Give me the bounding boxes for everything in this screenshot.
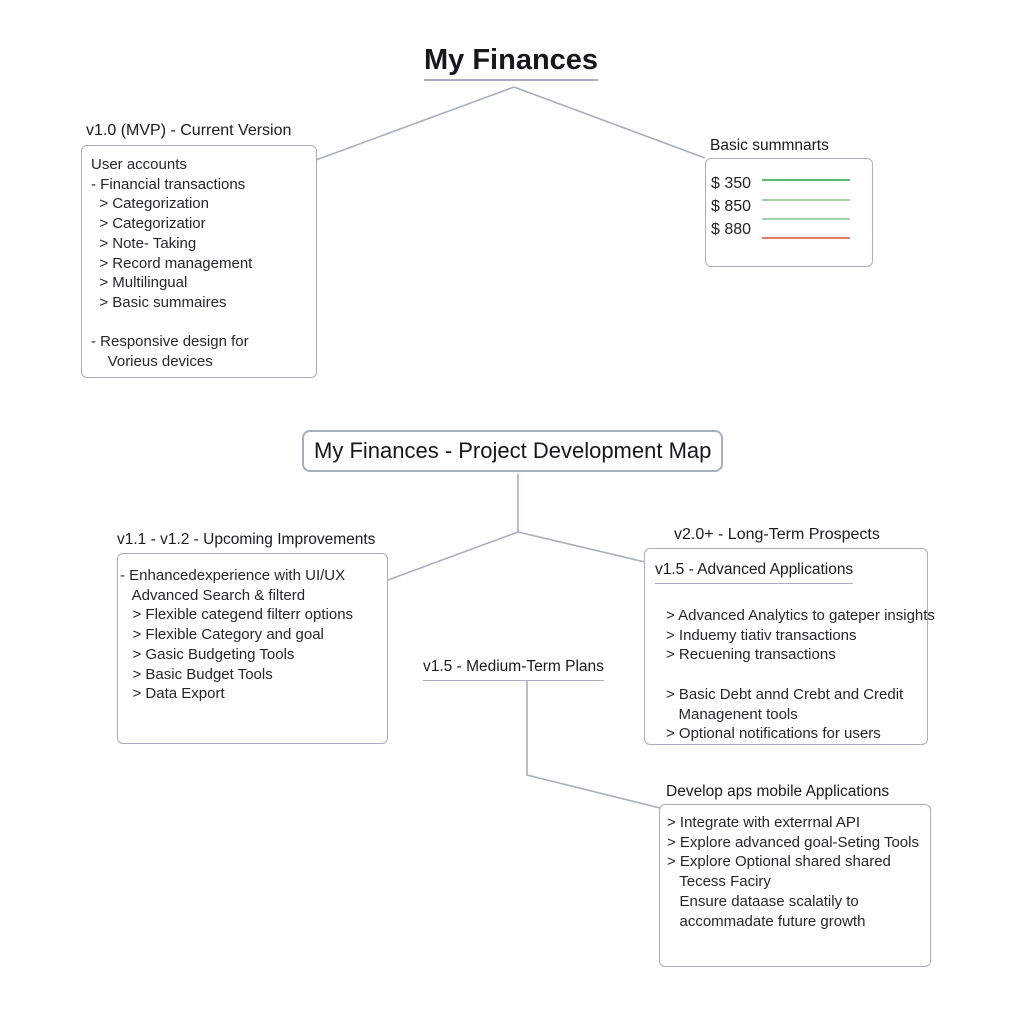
list-item: > Flexible categend filterr options xyxy=(120,606,354,624)
summary-bar-2 xyxy=(762,199,850,201)
upcoming-node-title: v1.1 - v1.2 - Upcoming Improvements xyxy=(117,531,376,548)
list-item: > Explore advanced goal-Seting Tools xyxy=(667,833,919,851)
summary-amount-3: $ 880 xyxy=(711,221,752,238)
summaries-node-box: $ 350 $ 850 $ 880 xyxy=(705,158,873,267)
list-item: User accounts xyxy=(91,156,187,173)
list-item: > Data Export xyxy=(120,685,225,703)
long-term-feature-list: > Advanced Analytics to gateper insights… xyxy=(666,606,935,744)
long-term-node-title: v2.0+ - Long-Term Prospects xyxy=(674,526,880,543)
list-item: Advanced Search & filterd xyxy=(120,586,306,604)
list-item: > Integrate with exterrnal API xyxy=(667,814,861,831)
list-item: > Multilingual xyxy=(91,274,188,292)
mobile-feature-list: > Integrate with exterrnal API > Explore … xyxy=(667,813,919,931)
mobile-node-box: > Integrate with exterrnal API > Explore … xyxy=(659,804,931,967)
connector-title-to-mvp xyxy=(315,86,515,161)
list-item: > Induemy tiativ transactions xyxy=(666,626,857,644)
mvp-node-box: User accounts - Financial transactions > … xyxy=(81,145,317,378)
summary-bar-3b xyxy=(762,218,850,220)
list-item: > Basic Budget Tools xyxy=(120,665,273,683)
list-item: > Basic summaires xyxy=(91,293,227,311)
list-item: > Categorizatior xyxy=(91,215,206,233)
main-title: My Finances xyxy=(424,44,599,81)
list-item: - Responsive design for xyxy=(91,333,249,351)
list-item: > Optional notifications for users xyxy=(666,725,881,743)
summaries-node-title: Basic summnarts xyxy=(710,137,829,154)
list-item: > Record management xyxy=(91,254,253,272)
long-term-subtitle: v1.5 - Advanced Applications xyxy=(655,561,854,584)
connector-map-to-upcoming xyxy=(387,531,519,581)
list-item xyxy=(666,665,935,685)
list-item xyxy=(91,313,252,333)
medium-term-title: v1.5 - Medium-Term Plans xyxy=(423,658,604,681)
list-item: Tecess Faciry xyxy=(667,873,771,891)
list-item: > Advanced Analytics to gateper insights xyxy=(666,607,935,624)
upcoming-feature-list: - Enhancedexperience with UI/UX Advanced… xyxy=(120,566,353,704)
connector-map-to-longterm xyxy=(517,531,646,563)
list-item: > Recuening transactions xyxy=(666,646,836,664)
list-item: > Note- Taking xyxy=(91,234,197,252)
upcoming-node-box: - Enhancedexperience with UI/UX Advanced… xyxy=(117,553,388,744)
list-item: > Categorization xyxy=(91,195,209,213)
mvp-feature-list: User accounts - Financial transactions > … xyxy=(91,155,252,372)
list-item: Vorieus devices xyxy=(91,353,213,371)
summary-amount-1: $ 350 xyxy=(711,175,752,192)
long-term-node-box: v1.5 - Advanced Applications > Advanced … xyxy=(644,548,935,745)
project-map-title: My Finances - Project Development Map xyxy=(302,430,724,472)
list-item: accommadate future growth xyxy=(667,912,866,930)
connector-medium-to-mobile xyxy=(526,680,661,809)
summary-bar-1 xyxy=(762,179,850,181)
list-item: - Enhancedexperience with UI/UX xyxy=(120,567,346,584)
list-item: - Financial transactions xyxy=(91,175,246,193)
mobile-node-title: Develop aps mobile Applications xyxy=(666,783,890,800)
list-item: > Basic Debt annd Crebt and Credit xyxy=(666,685,904,703)
summary-bar-3 xyxy=(762,237,850,239)
summary-amount-2: $ 850 xyxy=(711,198,752,215)
list-item: Managenent tools xyxy=(666,705,798,723)
connector-title-to-summaries xyxy=(513,86,706,159)
mvp-node-title: v1.0 (MVP) - Current Version xyxy=(86,122,292,139)
list-item: > Flexible Category and goal xyxy=(120,626,324,644)
list-item: > Gasic Budgeting Tools xyxy=(120,645,295,663)
list-item: > Explore Optional shared shared xyxy=(667,853,891,871)
list-item: Ensure dataase scalatily to xyxy=(667,892,859,910)
